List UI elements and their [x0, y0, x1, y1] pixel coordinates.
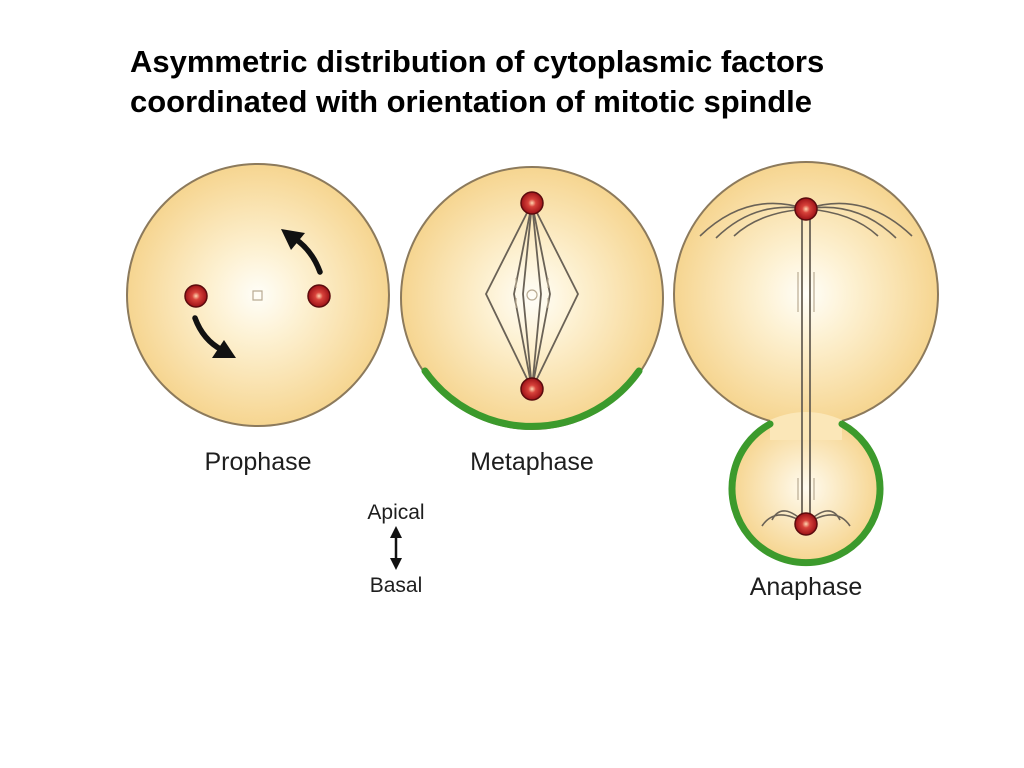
anaphase-centrosome-basal: [794, 512, 818, 536]
prophase-label: Prophase: [204, 448, 311, 476]
title-line-2: coordinated with orientation of mitotic …: [130, 84, 812, 119]
anaphase-centrosome-apical: [794, 197, 818, 221]
metaphase-basal-crescent: [421, 367, 643, 430]
apical-basal-axis: Apical Basal: [367, 501, 424, 597]
prophase-centrosome-right: [307, 284, 331, 308]
anaphase-basal-crescent: [728, 420, 884, 567]
metaphase-centrosome-apical: [520, 191, 544, 215]
anaphase-central-spindle: [801, 209, 811, 524]
prophase-nucleus-icon: [252, 290, 263, 301]
metaphase-label: Metaphase: [470, 448, 594, 476]
rotation-arrowhead-down-icon: [212, 340, 236, 358]
rotation-arrowhead-up-icon: [281, 229, 305, 250]
axis-arrowhead-up-icon: [390, 526, 402, 538]
anaphase-label: Anaphase: [750, 573, 863, 601]
anaphase-chromosomes: [797, 272, 815, 500]
metaphase-spindle: [484, 202, 580, 390]
metaphase-centrosome-basal: [520, 377, 544, 401]
prophase-cell: [126, 163, 390, 427]
prophase-membrane: [126, 163, 390, 427]
title-line-1: Asymmetric distribution of cytoplasmic f…: [130, 44, 825, 79]
basal-label: Basal: [370, 574, 423, 597]
anaphase-cell: [673, 161, 939, 567]
metaphase-chromosomes: [515, 278, 549, 308]
metaphase-cell: [400, 166, 664, 430]
axis-arrowhead-down-icon: [390, 558, 402, 570]
apical-label: Apical: [367, 501, 424, 524]
prophase-centrosome-left: [184, 284, 208, 308]
diagram-title: Asymmetric distribution of cytoplasmic f…: [130, 42, 930, 122]
